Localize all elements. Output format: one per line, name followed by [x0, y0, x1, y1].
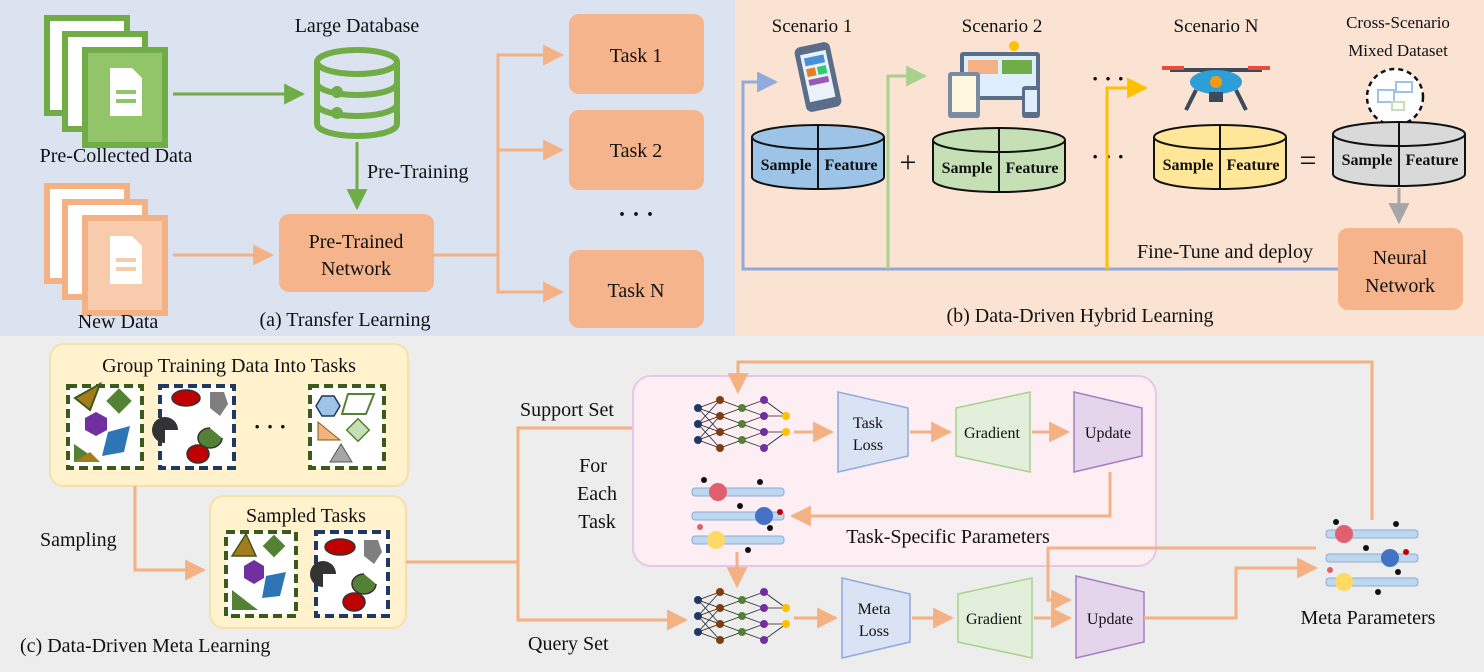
panel-c-caption: (c) Data-Driven Meta Learning	[20, 635, 270, 657]
sampled-tasks-title: Sampled Tasks	[246, 505, 366, 527]
task-specific-label: Task-Specific Parameters	[846, 526, 1050, 548]
mixed-feature: Feature	[1405, 152, 1458, 169]
pretrained-network-line1: Pre-Trained	[309, 231, 404, 253]
task-n-box	[569, 250, 704, 328]
scenario-n-sample: Sample	[1163, 157, 1214, 174]
meta-loss-block	[841, 577, 911, 659]
pretrained-network-box	[279, 214, 434, 292]
scenario-1-dataset	[751, 124, 885, 190]
task-card-1	[66, 381, 144, 470]
update-to-meta-params-arrow	[1144, 557, 1319, 620]
scenario-1-label: Scenario 1	[772, 16, 853, 37]
sampling-arrow	[133, 486, 207, 581]
task-2-label: Task 2	[610, 140, 662, 162]
sampled-task-card-2	[310, 530, 390, 618]
task-loss-block	[837, 391, 909, 473]
query-gradient-label: Gradient	[966, 611, 1023, 628]
task-loss-line2: Loss	[853, 437, 883, 454]
support-update-label: Update	[1085, 425, 1131, 442]
plus-sign: +	[900, 146, 917, 179]
deploy-line-scenario-1	[741, 71, 1338, 271]
sampling-label: Sampling	[40, 529, 117, 551]
mixed-dataset-disk	[1332, 121, 1466, 187]
support-set-label: Support Set	[520, 399, 614, 421]
meta-loss-line2: Loss	[859, 623, 889, 640]
scenario-2-sample: Sample	[942, 160, 993, 177]
mixed-dataset-icon	[1365, 67, 1425, 127]
scenario-1-feature: Feature	[824, 157, 877, 174]
equals-sign: =	[1300, 144, 1317, 177]
scenario-2-dataset	[932, 127, 1066, 193]
neural-network-line1: Neural	[1373, 247, 1428, 269]
meta-parameters-icon	[1325, 519, 1419, 595]
group-tasks-title: Group Training Data Into Tasks	[102, 355, 356, 377]
sampled-task-card-1	[224, 530, 298, 618]
scenario-1-sample: Sample	[761, 157, 812, 174]
support-neural-net-icon	[694, 396, 790, 452]
task-card-2	[152, 384, 236, 470]
deploy-line-scenario-2	[886, 65, 928, 269]
task-1-label: Task 1	[610, 45, 662, 67]
scenario-n-label: Scenario N	[1174, 16, 1259, 37]
new-data-icon	[44, 183, 168, 316]
pre-collected-data-label: Pre-Collected Data	[40, 145, 193, 167]
task-card-3	[308, 384, 386, 470]
scenario-n-feature: Feature	[1226, 157, 1279, 174]
task-fanout-arrows	[434, 44, 565, 303]
query-update-block	[1075, 575, 1145, 659]
phone-icon	[794, 42, 842, 112]
query-neural-net-icon	[694, 588, 790, 644]
mixed-dataset-line1: Cross-Scenario	[1346, 13, 1450, 32]
task-2-box	[569, 110, 704, 190]
for-each-line2: Each	[577, 483, 617, 505]
mixed-dataset-line2: Mixed Dataset	[1348, 41, 1448, 60]
pre-training-label: Pre-Training	[367, 161, 468, 183]
task-specific-parameters-icon	[691, 477, 785, 553]
fine-tune-label: Fine-Tune and deploy	[1137, 241, 1313, 263]
meta-params-feedback-arrow	[727, 360, 1374, 520]
task-ellipsis: · · ·	[618, 202, 654, 228]
for-each-line3: Task	[578, 511, 615, 533]
task-n-label: Task N	[608, 280, 665, 302]
pretrained-network-line2: Network	[321, 258, 391, 280]
task-loss-line1: Task	[853, 415, 883, 432]
neural-network-line2: Network	[1365, 275, 1435, 297]
meta-loss-line1: Meta	[858, 601, 891, 618]
new-data-label: New Data	[78, 311, 159, 333]
meta-params-to-update-arrow	[1046, 546, 1316, 611]
scenario-2-feature: Feature	[1005, 160, 1058, 177]
update-to-task-params-arrow	[789, 472, 1112, 527]
query-route	[516, 562, 689, 631]
support-query-split	[406, 417, 689, 564]
panel-b-caption: (b) Data-Driven Hybrid Learning	[946, 305, 1213, 327]
pre-collected-data-icon	[44, 15, 168, 148]
drone-icon	[1162, 66, 1270, 111]
task-1-box	[569, 14, 704, 94]
support-gradient-label: Gradient	[964, 425, 1021, 442]
query-gradient-block	[957, 577, 1033, 659]
support-update-block	[1073, 391, 1143, 473]
support-gradient-block	[955, 391, 1031, 473]
scenario-2-label: Scenario 2	[962, 16, 1043, 37]
for-each-line1: For	[579, 455, 607, 477]
scenario-n-dataset	[1153, 124, 1287, 190]
neural-network-box	[1338, 228, 1463, 310]
devices-icon	[948, 41, 1040, 118]
panel-a-caption: (a) Transfer Learning	[259, 309, 430, 331]
query-set-label: Query Set	[528, 633, 609, 655]
mixed-sample: Sample	[1342, 152, 1393, 169]
deploy-line-scenario-n	[1105, 77, 1149, 269]
database-icon	[314, 47, 400, 139]
meta-parameters-label: Meta Parameters	[1301, 607, 1436, 629]
group-ellipsis: · · ·	[253, 414, 286, 439]
large-database-label: Large Database	[295, 15, 420, 37]
query-update-label: Update	[1087, 611, 1133, 628]
